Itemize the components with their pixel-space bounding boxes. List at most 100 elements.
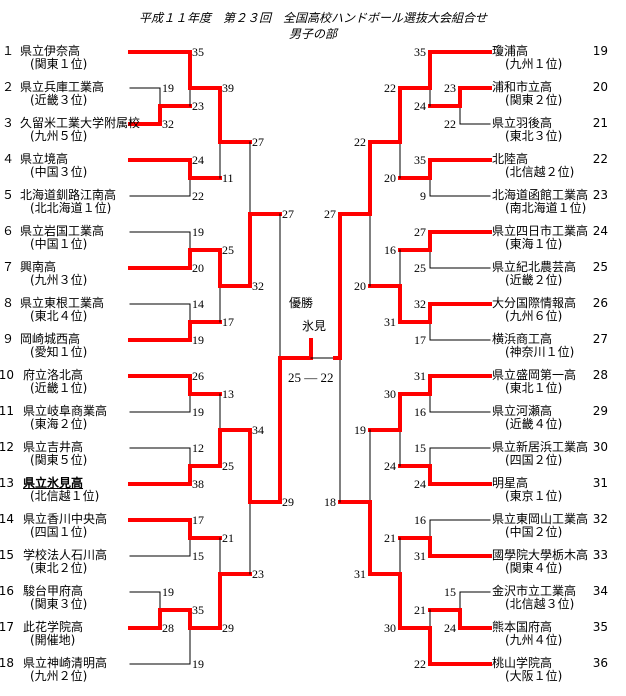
team-name: 県立四日市工業高: [492, 224, 589, 238]
team-region: (近畿２位): [505, 273, 563, 287]
team-region: (近畿１位): [30, 381, 88, 395]
team-name: 県立岐阜商業高: [23, 404, 108, 418]
team-region: (中国１位): [30, 237, 88, 251]
team-seed-number: 36: [592, 656, 608, 670]
team-region: (東北２位): [30, 561, 88, 575]
team-seed-number: 27: [592, 332, 608, 346]
match-score: 25: [414, 261, 426, 275]
team-region: (関東１位): [30, 57, 88, 71]
team-region: (関東２位): [505, 93, 563, 107]
team-name: 県立盛岡第一高: [492, 368, 577, 382]
team-region: (関東５位): [30, 453, 88, 467]
team-region: (関東３位): [30, 597, 88, 611]
match-score: 19: [162, 81, 174, 95]
team-name: 県立羽後高: [492, 116, 553, 130]
team-name: 久留米工業大学附属校: [20, 116, 141, 130]
team-region: (四国２位): [505, 453, 563, 467]
team-region: (九州２位): [30, 669, 88, 683]
match-score: 21: [222, 531, 234, 545]
match-score: 38: [192, 477, 204, 491]
team-region: (九州６位): [505, 309, 563, 323]
match-score: 19: [192, 225, 204, 239]
match-score: 19: [192, 333, 204, 347]
match-score: 26: [192, 369, 204, 383]
match-score: 35: [192, 603, 204, 617]
team-name: 瓊浦高: [492, 44, 529, 58]
team-region: (近畿４位): [505, 417, 563, 431]
match-score: 21: [414, 603, 426, 617]
team-region: (九州３位): [30, 273, 88, 287]
match-score: 29: [282, 495, 294, 509]
team-name: 県立河瀬高: [492, 404, 553, 418]
team-region: (東北４位): [30, 309, 88, 323]
team-name: 明星高: [492, 476, 529, 490]
match-score: 17: [222, 315, 234, 329]
team-name: 金沢市立工業高: [492, 584, 577, 598]
team-seed-number: 13: [0, 476, 14, 490]
team-seed-number: 17: [0, 620, 14, 634]
team-name: 県立伊奈高: [20, 44, 81, 58]
team-seed-number: 16: [0, 584, 14, 598]
team-region: (九州４位): [505, 633, 563, 647]
team-region: (中国２位): [505, 525, 563, 539]
match-score: 20: [384, 171, 396, 185]
team-seed-number: 24: [592, 224, 608, 238]
team-seed-number: 10: [0, 368, 14, 382]
team-name: 此花学院高: [23, 620, 84, 634]
team-name: 県立兵庫工業高: [20, 80, 105, 94]
team-name: 横浜商工高: [492, 332, 553, 346]
team-region: (東海２位): [30, 417, 88, 431]
match-score: 32: [414, 297, 426, 311]
team-region: (開催地): [30, 633, 76, 647]
team-name: 大分国際情報高: [492, 296, 577, 310]
team-name: 桃山学院高: [492, 656, 553, 670]
team-seed-number: 33: [592, 548, 608, 562]
team-seed-number: 28: [592, 368, 608, 382]
team-region: (神奈川１位): [505, 345, 575, 359]
match-score: 28: [162, 621, 174, 635]
match-score: 24: [444, 621, 456, 635]
match-score: 24: [384, 459, 396, 473]
team-name: 北海道函館工業高: [492, 188, 589, 202]
team-seed-number: 18: [0, 656, 14, 670]
match-score: 15: [444, 585, 456, 599]
team-seed-number: ５: [1, 188, 14, 202]
match-score: 19: [162, 585, 174, 599]
match-score: 17: [414, 333, 426, 347]
team-seed-number: 15: [0, 548, 14, 562]
team-seed-number: 26: [592, 296, 608, 310]
team-region: (北信越１位): [30, 489, 100, 503]
team-name: 学校法人石川高: [23, 548, 108, 562]
match-score: 32: [252, 279, 264, 293]
match-score: 35: [192, 45, 204, 59]
match-score: 20: [354, 279, 366, 293]
match-score: 31: [384, 315, 396, 329]
team-name: 興南高: [20, 260, 57, 274]
match-score: 11: [222, 171, 234, 185]
final-score-left: 25: [288, 370, 301, 385]
team-seed-number: ３: [1, 116, 14, 130]
team-seed-number: 20: [592, 80, 608, 94]
team-name: 県立香川中央高: [23, 512, 108, 526]
team-name: 県立岩国工業高: [20, 224, 105, 238]
team-name: 県立新居浜工業高: [492, 440, 589, 454]
team-seed-number: 29: [592, 404, 608, 418]
match-score: 27: [282, 207, 294, 221]
match-score: 16: [414, 513, 426, 527]
match-score: 22: [414, 657, 426, 671]
team-seed-number: 22: [592, 152, 608, 166]
team-name: 駿台甲府高: [23, 584, 84, 598]
team-name: 浦和市立高: [492, 80, 553, 94]
team-region: (九州１位): [505, 57, 563, 71]
match-score: 24: [192, 153, 204, 167]
match-score: 13: [222, 387, 234, 401]
team-region: (北北海道１位): [30, 201, 112, 215]
match-score: 30: [384, 387, 396, 401]
match-score: 34: [252, 423, 264, 437]
match-score: 27: [252, 135, 264, 149]
team-name: 県立東岡山工業高: [492, 512, 589, 526]
final-score-right: 22: [320, 370, 334, 385]
team-seed-number: 30: [592, 440, 608, 454]
team-seed-number: 11: [0, 404, 14, 418]
